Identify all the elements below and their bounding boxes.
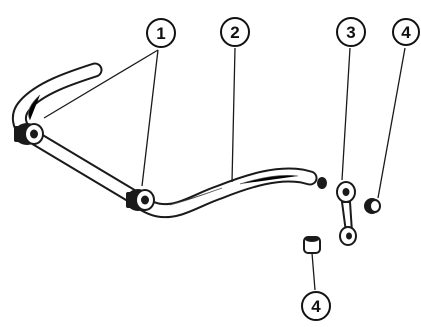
callout-1: 1 [146,18,176,48]
callout-2: 2 [220,17,250,47]
bar-bushing-left [14,123,44,145]
end-link [336,181,357,246]
leader-4-upper [377,47,406,199]
leader-1-right [141,49,159,187]
callout-4-lower-label: 4 [311,297,321,316]
callout-4-upper: 4 [392,18,420,46]
callout-3-label: 3 [346,23,355,42]
callout-1-label: 1 [156,24,165,43]
washer [317,177,327,189]
stabilizer-bar [11,62,318,219]
leader-1-left [43,49,159,119]
bar-bushing-right [126,189,155,211]
leader-2 [231,47,236,183]
link-bushing-lower [303,236,321,254]
leader-3 [341,47,351,181]
callout-3: 3 [336,17,366,47]
leader-lines [43,47,406,291]
link-bushing-upper [364,198,381,214]
leader-4-lower [311,252,316,291]
callout-4-lower: 4 [301,291,331,321]
callout-2-label: 2 [230,23,239,42]
callout-4-upper-label: 4 [401,23,411,42]
